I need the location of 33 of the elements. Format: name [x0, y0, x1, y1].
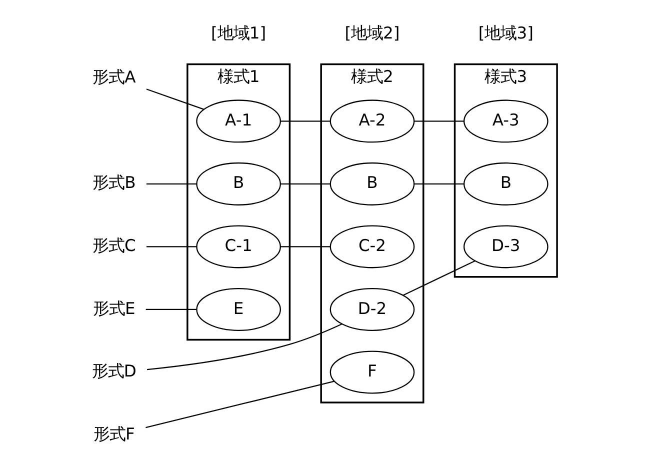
connector [280, 120, 330, 122]
label: [地域3] [478, 23, 533, 42]
label: [地域1] [210, 23, 266, 42]
node-text: 形式E [92, 298, 135, 318]
node-ellipse: C-2 [329, 225, 414, 268]
node-ellipse: A-2 [329, 100, 414, 143]
connector [146, 324, 342, 370]
connector [414, 120, 464, 122]
node-ellipse: C-1 [196, 225, 280, 268]
label: [地域2] [344, 23, 400, 42]
node-ellipse: B [462, 162, 548, 206]
connector [414, 183, 464, 185]
connector [402, 260, 475, 296]
node-text: 形式D [91, 362, 136, 381]
node-text: 形式F [93, 424, 134, 444]
connector [145, 308, 196, 310]
connector [146, 183, 196, 185]
node-ellipse: B [196, 162, 280, 206]
node-text: 形式B [92, 173, 136, 192]
node-ellipse: D-2 [329, 288, 414, 331]
node-ellipse: B [329, 162, 414, 206]
node-ellipse: F [329, 350, 414, 394]
node-text: 形式A [92, 67, 136, 86]
connector [280, 246, 330, 248]
node-ellipse: A-1 [196, 100, 280, 143]
node-text: 形式C [92, 236, 136, 256]
node-ellipse: A-3 [462, 100, 548, 143]
connector [280, 183, 330, 185]
node-ellipse: E [196, 288, 280, 331]
node-ellipse: D-3 [462, 225, 548, 268]
connector [145, 380, 334, 428]
connector [146, 246, 196, 248]
connector [146, 88, 204, 110]
